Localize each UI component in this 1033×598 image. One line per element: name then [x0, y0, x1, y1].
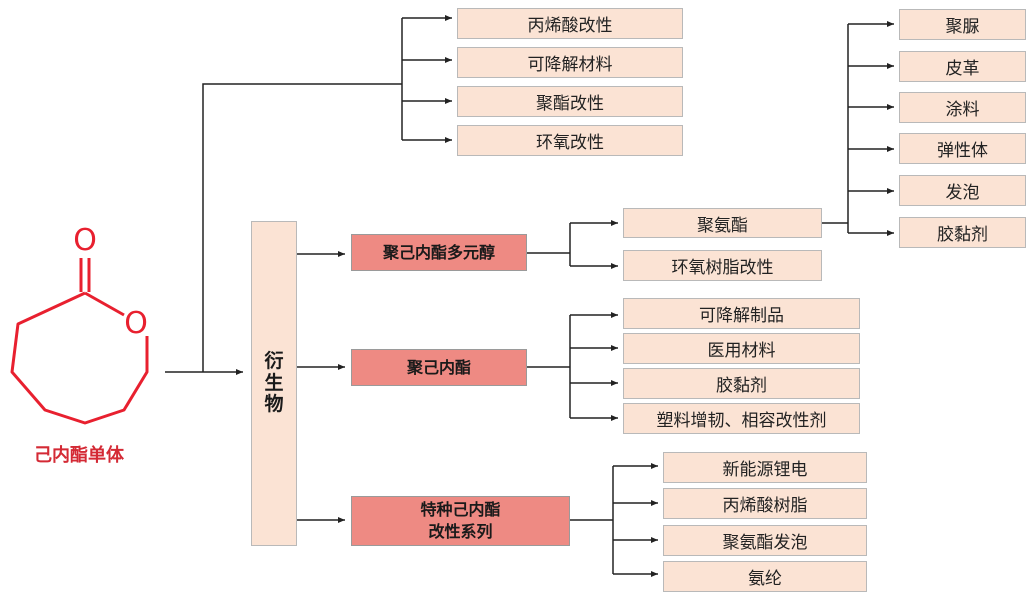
node-foaming: 发泡: [899, 175, 1026, 206]
derivative-char: 物: [264, 393, 284, 416]
node-degradable-materials: 可降解材料: [457, 47, 683, 78]
carbonyl-oxygen: O: [73, 223, 97, 258]
node-elastomer: 弹性体: [899, 133, 1026, 164]
derivative-char: 衍: [264, 349, 284, 372]
node-polyurethane: 聚氨酯: [623, 208, 822, 238]
node-coatings: 涂料: [899, 92, 1026, 123]
ring-oxygen: O: [124, 306, 148, 341]
node-plastic-toughening: 塑料增韧、相容改性剂: [623, 403, 860, 434]
node-polyurethane-foam: 聚氨酯发泡: [663, 525, 867, 556]
node-degradable-products: 可降解制品: [623, 298, 860, 329]
node-polyurea: 聚脲: [899, 9, 1026, 40]
category-pcl-polyol: 聚己内酯多元醇: [351, 234, 527, 271]
node-epoxy-resin-modification: 环氧树脂改性: [623, 250, 822, 281]
node-polyester-modification: 聚酯改性: [457, 86, 683, 117]
derivative-box: 衍 生 物: [251, 221, 297, 546]
category-special-modified: 特种己内酯 改性系列: [351, 496, 570, 546]
node-leather: 皮革: [899, 51, 1026, 82]
node-adhesive-pcl: 胶黏剂: [623, 368, 860, 399]
node-new-energy-lithium: 新能源锂电: [663, 452, 867, 483]
monomer-label: 己内酯单体: [34, 445, 124, 466]
category-special-line1: 特种己内酯: [420, 500, 501, 520]
node-adhesive: 胶黏剂: [899, 217, 1026, 248]
node-epoxy-modification: 环氧改性: [457, 125, 683, 156]
node-spandex: 氨纶: [663, 561, 867, 592]
derivative-char: 生: [264, 371, 284, 394]
category-special-line2: 改性系列: [428, 522, 493, 541]
caprolactone-structure: [10, 258, 149, 425]
category-pcl: 聚己内酯: [351, 349, 527, 386]
node-acrylic-resin: 丙烯酸树脂: [663, 488, 867, 519]
node-medical-materials: 医用材料: [623, 333, 860, 364]
node-acrylic-modification: 丙烯酸改性: [457, 8, 683, 39]
